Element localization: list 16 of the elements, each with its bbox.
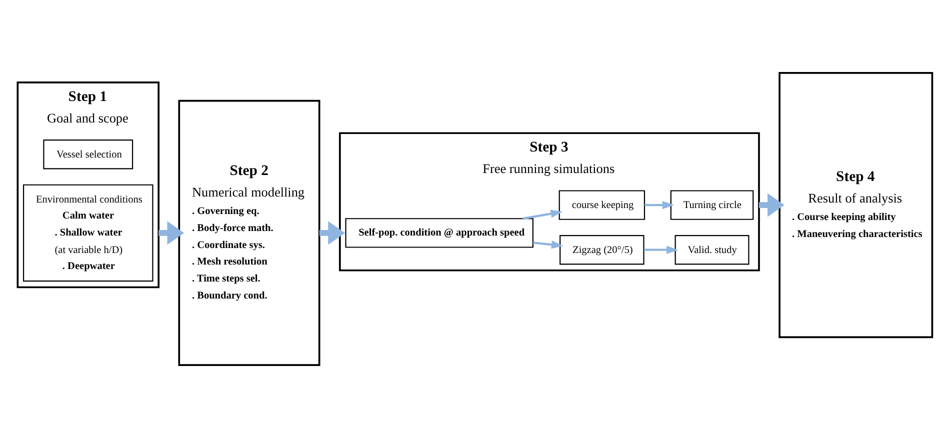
arrow: [532, 240, 564, 249]
arrow: [158, 221, 184, 245]
arrow: [644, 200, 674, 210]
arrow: [319, 221, 345, 245]
node-box: Turning circle: [670, 190, 754, 220]
node-box: Zigzag (20°/5): [560, 234, 644, 265]
arrow: [759, 193, 784, 217]
arrow: [644, 246, 678, 254]
arrow: [522, 210, 563, 220]
node-box: course keeping: [558, 190, 646, 220]
node-box: Step 4 Result of analysis . Course keeping ability . Maneuvering characteristics: [778, 72, 934, 338]
node-box: Step 2 Numerical modelling . Governing eq. . Body-force math. . Coordinate sys. . Mesh resolution . Time steps sel. . Boundary cond.: [178, 100, 320, 366]
node-box: Self-pop. condition @ approach speed: [345, 218, 534, 248]
node-box: Valid. study: [674, 234, 750, 265]
node-box: Environmental conditions Calm water . Shallow water (at variable h/D) . Deepwater: [22, 184, 154, 282]
node-box: Vessel selection: [43, 140, 134, 170]
